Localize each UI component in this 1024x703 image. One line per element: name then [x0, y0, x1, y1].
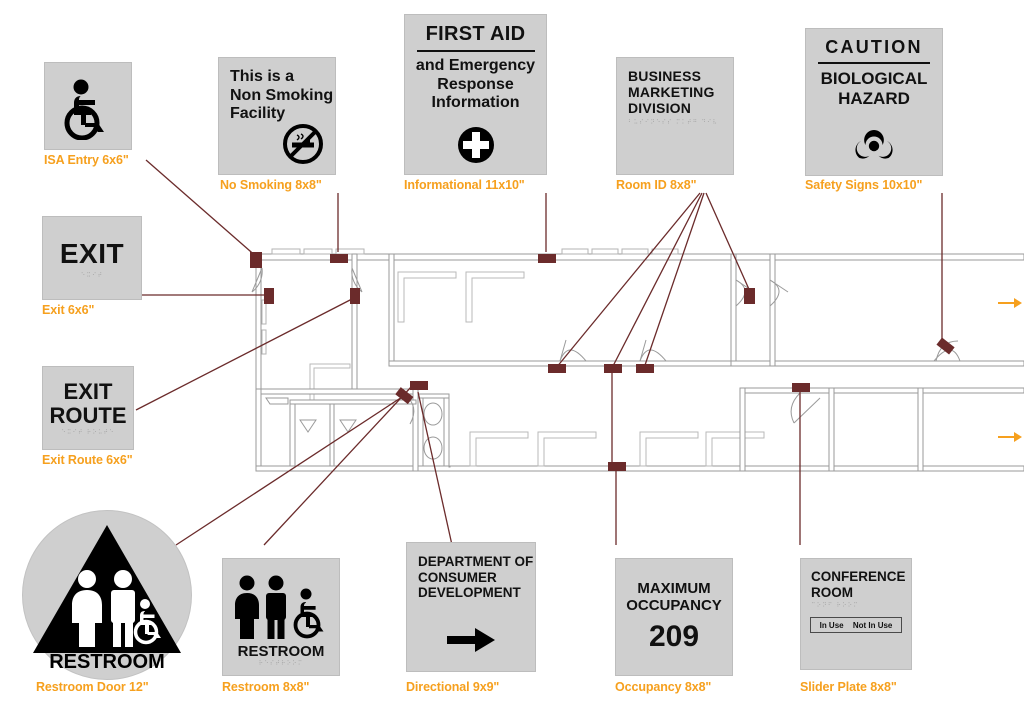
sign-informational-header: FIRST AID	[425, 23, 526, 45]
sign-room-id[interactable]: BUSINESS MARKETING DIVISION ⠃⠥⠎⠊⠝⠑⠎⠎ ⠍⠅⠞…	[616, 57, 734, 175]
marker-exit-route	[350, 288, 360, 304]
marker-roomid-b	[604, 364, 622, 373]
sign-safety-line-2: HAZARD	[838, 88, 910, 108]
marker-no-smoking	[330, 254, 348, 263]
caption-room-id: Room ID 8x8"	[616, 178, 697, 192]
sign-room-id-braille: ⠃⠥⠎⠊⠝⠑⠎⠎ ⠍⠅⠞⠛ ⠙⠊⠧	[628, 118, 719, 126]
leader-restroom-door	[175, 396, 403, 546]
sign-restroom-label: RESTROOM	[237, 642, 325, 660]
marker-informational	[538, 254, 556, 263]
sign-exit-route-line-2: ROUTE	[49, 402, 127, 428]
leader-roomid-a	[555, 192, 701, 369]
caption-restroom-door: Restroom Door 12"	[36, 680, 149, 694]
caption-exit-route: Exit Route 6x6"	[42, 453, 133, 467]
marker-roomid-d	[744, 288, 755, 304]
sign-directional-line-1: DEPARTMENT OF	[418, 554, 534, 569]
caption-slider-plate: Slider Plate 8x8"	[800, 680, 897, 694]
sign-occupancy-line-1: MAXIMUM	[637, 579, 711, 597]
sign-no-smoking[interactable]: This is a Non Smoking Facility	[218, 57, 336, 175]
restroom-figures-icon	[235, 575, 324, 639]
sign-safety-header: CAUTION	[825, 37, 923, 57]
sign-directional-line-2: CONSUMER	[418, 569, 497, 585]
sign-slider-plate[interactable]: CONFERENCE ROOM ⠉⠕⠝⠋ ⠗⠕⠕⠍ In Use Not In …	[800, 558, 912, 670]
sign-slider-braille: ⠉⠕⠝⠋ ⠗⠕⠕⠍	[811, 602, 859, 610]
sign-isa-entry[interactable]	[44, 62, 132, 150]
caption-safety: Safety Signs 10x10"	[805, 178, 923, 192]
sign-slider-line-2: ROOM	[811, 584, 853, 600]
sign-exit-braille: ⠑⠭⠊⠞	[80, 271, 104, 279]
sign-occupancy-line-2: OCCUPANCY	[626, 597, 722, 614]
sign-informational-line-2: Response	[437, 75, 514, 93]
sign-exit-route[interactable]: EXIT ROUTE ⠑⠭⠊⠞ ⠗⠕⠥⠞⠑	[42, 366, 134, 450]
sign-restroom-door[interactable]: RESTROOM	[22, 510, 192, 680]
leader-directional	[417, 391, 453, 546]
caption-directional: Directional 9x9"	[406, 680, 500, 694]
caption-exit: Exit 6x6"	[42, 303, 95, 317]
marker-roomid-c	[636, 364, 654, 373]
marker-occupancy	[608, 462, 626, 471]
sign-safety[interactable]: CAUTION BIOLOGICAL HAZARD	[805, 28, 943, 176]
sign-safety-line-1: BIOLOGICAL	[820, 69, 928, 88]
sign-room-id-line-2: MARKETING	[628, 84, 715, 101]
marker-isa-entry	[250, 252, 262, 268]
sign-markers	[250, 252, 955, 471]
slider-option-in-use[interactable]: In Use	[819, 620, 844, 630]
marker-restroom-door	[395, 387, 414, 405]
caption-no-smoking: No Smoking 8x8"	[220, 178, 322, 192]
biohazard-icon	[855, 130, 893, 159]
direction-arrow-lower	[998, 432, 1022, 442]
leader-restroom	[263, 385, 413, 546]
sign-no-smoking-line-1: This is a	[230, 68, 295, 85]
sign-informational-line-1: and Emergency	[415, 57, 536, 74]
marker-safety	[936, 337, 955, 355]
sign-informational-line-3: Information	[431, 94, 520, 112]
sign-informational[interactable]: FIRST AID and Emergency Response Informa…	[404, 14, 547, 175]
direction-arrow-upper	[998, 298, 1022, 308]
medical-cross-icon	[457, 127, 494, 163]
sign-directional-line-3: DEVELOPMENT	[418, 585, 521, 601]
sign-slider-line-1: CONFERENCE	[811, 569, 906, 584]
sign-exit-line-1: EXIT	[59, 237, 125, 269]
caption-occupancy: Occupancy 8x8"	[615, 680, 712, 694]
caption-isa-entry: ISA Entry 6x6"	[44, 153, 129, 167]
marker-restroom	[410, 381, 428, 390]
sign-no-smoking-line-3: Facility	[230, 105, 286, 123]
sign-no-smoking-line-2: Non Smoking	[230, 86, 334, 104]
sign-occupancy-number: 209	[648, 620, 700, 654]
no-smoking-icon	[283, 124, 323, 164]
slider-plate-control[interactable]: In Use Not In Use	[810, 617, 902, 633]
sign-exit-route-line-1: EXIT	[63, 379, 113, 405]
caption-restroom: Restroom 8x8"	[222, 680, 310, 694]
sign-restroom-braille: ⠗⠑⠎⠞⠗⠕⠕⠍	[258, 659, 304, 667]
sign-exit[interactable]: EXIT ⠑⠭⠊⠞	[42, 216, 142, 300]
leader-isa-entry	[145, 159, 259, 259]
sign-room-id-line-3: DIVISION	[628, 100, 692, 117]
sign-room-id-line-1: BUSINESS	[628, 68, 702, 84]
sign-directional[interactable]: DEPARTMENT OF CONSUMER DEVELOPMENT	[406, 542, 536, 672]
leader-roomid-d	[705, 192, 753, 297]
leader-roomid-c	[643, 192, 705, 369]
restroom-triangle-icon: RESTROOM	[33, 525, 181, 673]
leader-exit-route	[135, 298, 353, 411]
sign-restroom-door-label: RESTROOM	[49, 651, 165, 673]
marker-exit	[264, 288, 274, 304]
caption-informational: Informational 11x10"	[404, 178, 525, 192]
sign-occupancy[interactable]: MAXIMUM OCCUPANCY 209	[615, 558, 733, 676]
marker-roomid-a	[548, 364, 566, 373]
wheelchair-icon	[64, 79, 104, 140]
sign-exit-route-braille: ⠑⠭⠊⠞ ⠗⠕⠥⠞⠑	[61, 428, 115, 436]
marker-slider	[792, 383, 810, 392]
arrow-right-icon	[447, 628, 495, 652]
leader-roomid-b	[611, 192, 703, 369]
slider-option-not-in-use[interactable]: Not In Use	[852, 620, 893, 630]
sign-restroom[interactable]: RESTROOM ⠗⠑⠎⠞⠗⠕⠕⠍	[222, 558, 340, 676]
